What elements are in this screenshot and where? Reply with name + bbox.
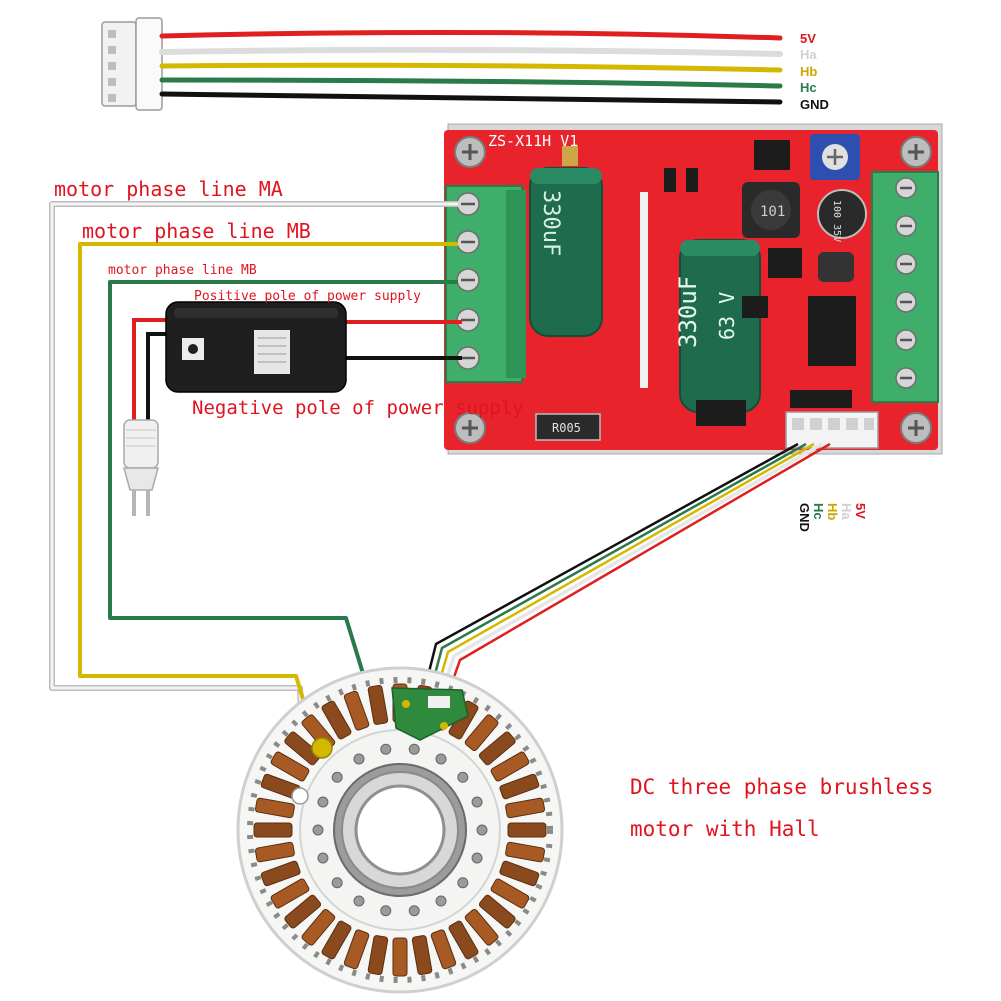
hall-wires-top — [159, 29, 783, 105]
stator-bolt — [457, 771, 469, 783]
stator-bolt — [408, 743, 420, 755]
stator-coil — [478, 894, 516, 929]
stator-bolts — [312, 743, 488, 917]
inductor-label: 101 — [760, 204, 785, 220]
shunt-resistor: R005 — [535, 413, 601, 441]
board-model-label: ZS-X11H V1 — [488, 132, 578, 150]
stator-coil — [343, 690, 370, 731]
hall-rot-label-gnd: GND — [797, 503, 812, 532]
hall-rot-label-5v: 5V — [853, 503, 868, 519]
stator-coil — [321, 700, 352, 740]
stator-coil — [478, 731, 516, 766]
inductor: 101 — [742, 182, 800, 238]
power-wire-negative — [146, 332, 462, 422]
stator-coil — [284, 894, 322, 929]
stator-bolt — [471, 796, 483, 808]
potentiometer — [810, 134, 860, 180]
stator-coil — [254, 841, 295, 863]
hall-labels-top: 5V Ha Hb Hc GND — [800, 31, 829, 112]
stator-coil — [411, 935, 433, 976]
stator-coil — [490, 878, 530, 909]
stator-coil — [270, 751, 310, 782]
hall-label-gnd: GND — [800, 97, 829, 112]
capacitor-left: 330uF — [529, 167, 603, 337]
stator-coil — [301, 908, 336, 946]
stator-coil — [448, 920, 479, 960]
hall-label-ha: Ha — [800, 47, 817, 62]
stator-bolt — [457, 877, 469, 889]
power-terminal-block — [445, 185, 526, 383]
label-motor-line1: DC three phase brushless — [630, 775, 933, 799]
stator-coil — [343, 929, 370, 970]
bldc-motor — [236, 666, 564, 994]
hall-labels-rotated: 5V Ha Hb Hc GND — [797, 503, 868, 532]
stator-bolt — [353, 895, 365, 907]
stator-coil — [507, 822, 547, 838]
stator-coil — [284, 731, 322, 766]
stator-bolt — [331, 877, 343, 889]
hall-label-hb: Hb — [800, 64, 817, 79]
power-plug-icon — [123, 419, 159, 516]
capacitor-main-voltage: 63 V — [715, 292, 739, 340]
stator-bolt — [380, 905, 392, 917]
stator-coil — [260, 860, 301, 887]
smd-components — [562, 146, 852, 426]
stator-coil — [321, 920, 352, 960]
diagram-labels: motor phase line MA motor phase line MB … — [54, 177, 933, 841]
stator-coil — [505, 797, 546, 819]
hall-connector-top — [101, 17, 163, 111]
capacitor-main: 330uF 63 V — [674, 239, 761, 413]
stator-coil — [254, 797, 295, 819]
capacitor-small-label: 100 35V — [831, 200, 842, 242]
shunt-resistor-label: R005 — [552, 421, 581, 435]
stator-bolt — [317, 852, 329, 864]
controller-board: ZS-X11H V1 — [444, 123, 943, 455]
hall-connector-board — [785, 411, 879, 449]
stator-bolt — [317, 796, 329, 808]
stator-bolt — [331, 771, 343, 783]
stator-coil — [464, 714, 499, 752]
hall-wires-motor — [420, 442, 831, 701]
label-phase-mb: motor phase line MB — [82, 219, 311, 243]
stator-coil — [490, 751, 530, 782]
hall-rot-label-ha: Ha — [839, 503, 854, 520]
stator-bolt — [476, 824, 488, 836]
phase-wire-mc — [108, 280, 458, 717]
stator-coil — [499, 860, 540, 887]
hall-rot-label-hc: Hc — [811, 503, 826, 520]
label-phase-mb-small: motor phase line MB — [108, 263, 257, 278]
label-motor-line2: motor with Hall — [630, 817, 820, 841]
output-terminal-block — [871, 171, 939, 403]
stator-coil — [270, 878, 310, 909]
capacitor-main-label: 330uF — [674, 276, 702, 348]
hall-rot-label-hb: Hb — [825, 503, 840, 520]
stator-coil — [367, 684, 389, 725]
stator-bolt — [435, 895, 447, 907]
stator-bolt — [353, 753, 365, 765]
ic-chips — [742, 140, 856, 366]
label-phase-ma: motor phase line MA — [54, 177, 283, 201]
stator-coil — [367, 935, 389, 976]
stator-coil — [430, 929, 457, 970]
stator-bolt — [408, 905, 420, 917]
power-adapter — [165, 301, 347, 393]
stator-bolt — [435, 753, 447, 765]
stator-bolt — [380, 743, 392, 755]
stator-coil — [253, 822, 293, 838]
stator-coil — [499, 773, 540, 800]
mounting-screw-icon — [454, 136, 932, 444]
stator-coil — [392, 937, 408, 977]
label-positive-pole: Positive pole of power supply — [194, 289, 421, 304]
power-wire-positive — [132, 318, 462, 422]
hall-label-hc: Hc — [800, 80, 817, 95]
capacitor-left-label: 330uF — [538, 190, 563, 256]
stator-bolt — [471, 852, 483, 864]
stator-coil — [464, 908, 499, 946]
label-negative-pole: Negative pole of power supply — [192, 397, 524, 419]
stator-coil — [505, 841, 546, 863]
stator-bolt — [312, 824, 324, 836]
hall-label-5v: 5V — [800, 31, 816, 46]
capacitor-small: 100 35V — [817, 189, 867, 242]
